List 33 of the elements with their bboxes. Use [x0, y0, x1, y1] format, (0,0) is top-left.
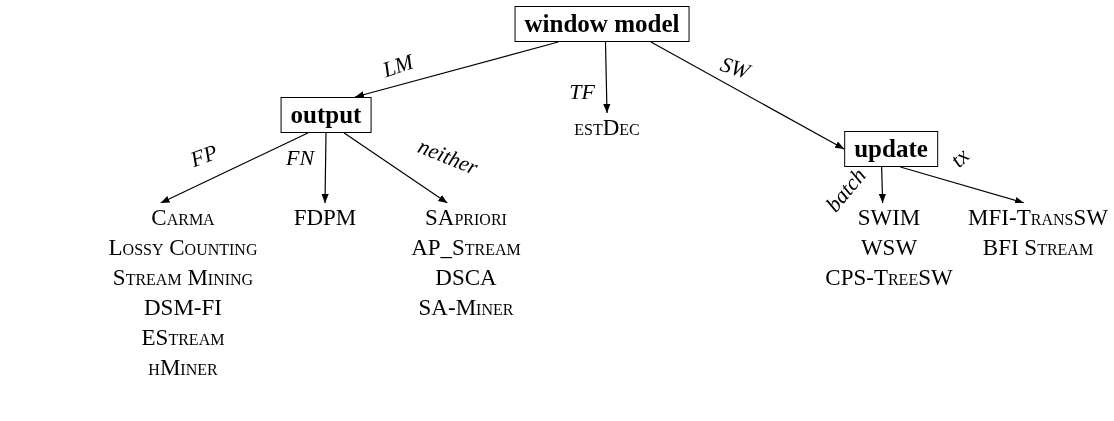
edge-label: SW	[717, 51, 753, 85]
tree-node-box: update	[844, 131, 938, 167]
algorithm-name: hMiner	[148, 354, 218, 382]
edge-label: neither	[414, 133, 482, 181]
algorithm-name: DSM-FI	[144, 294, 222, 322]
algorithm-name: MFI-TransSW	[968, 204, 1108, 232]
arrow	[160, 132, 309, 204]
tree-node-box: window model	[514, 6, 690, 42]
algorithm-name: WSW	[860, 234, 918, 262]
algorithm-name: SWIM	[857, 205, 921, 232]
algorithm-name: CPS-TreeSW	[825, 264, 953, 292]
arrow	[899, 166, 1025, 204]
algorithm-name: Carma	[151, 204, 215, 232]
tree-node-box: output	[280, 97, 372, 133]
arrow	[603, 41, 611, 114]
algorithm-name: SApriori	[425, 204, 507, 232]
arrow	[650, 41, 845, 150]
algorithm-name: Stream Mining	[112, 264, 254, 292]
algorithm-name: SA-Miner	[418, 294, 514, 322]
arrow	[878, 166, 886, 204]
edge-label: FN	[285, 145, 315, 171]
arrow	[343, 132, 448, 204]
algorithm-name: Lossy Counting	[108, 234, 258, 262]
algorithm-name: DSCA	[435, 264, 497, 292]
arrow	[321, 132, 329, 204]
algorithm-name: BFI Stream	[982, 234, 1094, 262]
edge-label: LM	[379, 48, 417, 84]
edge-label: TF	[569, 79, 595, 105]
edge-label: FP	[186, 139, 222, 173]
algorithm-name: AP_Stream	[411, 234, 521, 262]
algorithm-name: EStream	[141, 324, 225, 352]
arrow	[354, 41, 559, 99]
edge-label: tx	[945, 143, 975, 173]
